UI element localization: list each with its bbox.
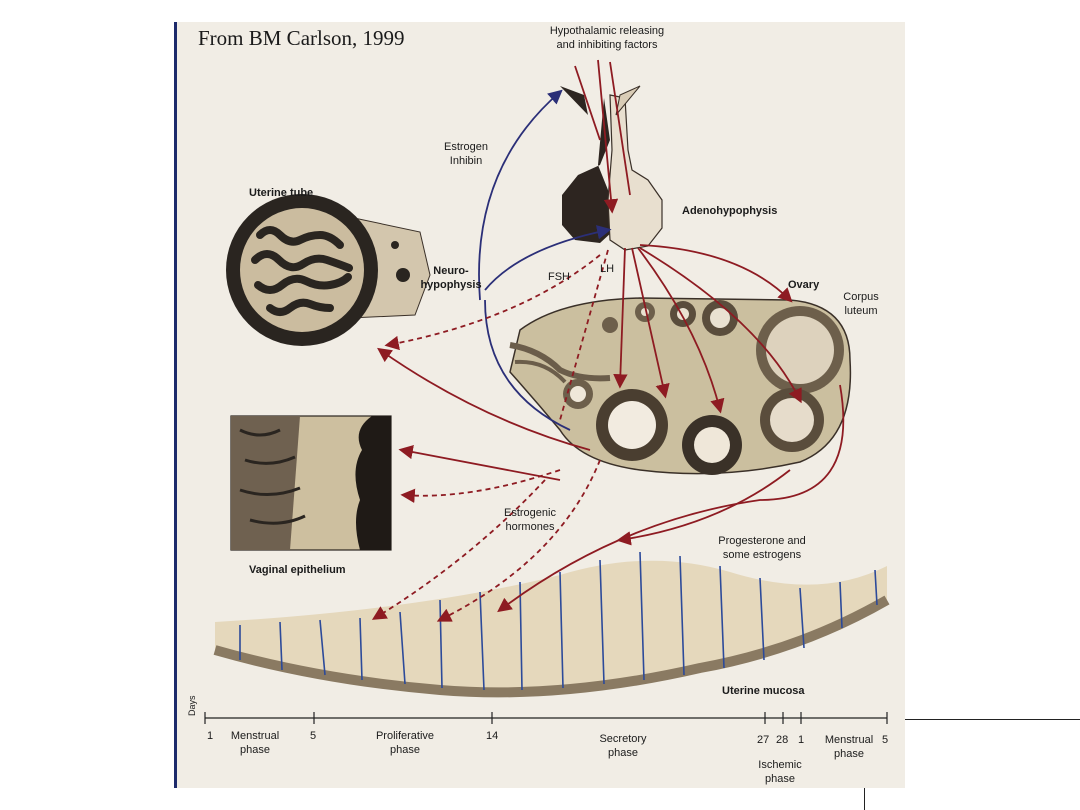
hormone-arrows-red <box>371 59 845 622</box>
timeline-tick-28: 28 <box>776 734 789 746</box>
label-adenohypophysis: Adenohypophysis <box>682 205 778 217</box>
slide-left-edge <box>174 22 177 788</box>
timeline-tick-1b: 1 <box>798 734 805 746</box>
ovary <box>509 297 852 475</box>
label-ovary: Ovary <box>788 279 820 291</box>
label-uterine-tube: Uterine tube <box>249 187 314 199</box>
right-horizontal-rule <box>905 719 1080 720</box>
label-neurohypophysis: Neuro-hypophysis <box>420 265 482 291</box>
uterine-tube-section <box>226 194 431 346</box>
timeline-tick-5: 5 <box>310 730 317 742</box>
vaginal-epithelium-section <box>230 415 392 551</box>
timeline-tick-1: 1 <box>207 730 214 742</box>
label-fsh: FSH <box>548 271 570 283</box>
cycle-timeline <box>204 712 888 724</box>
label-uterine-mucosa: Uterine mucosa <box>722 685 805 697</box>
label-vaginal-epithelium: Vaginal epithelium <box>249 564 346 576</box>
timeline-days-label: Days <box>187 695 197 716</box>
citation: From BM Carlson, 1999 <box>198 26 405 50</box>
label-lh: LH <box>600 263 615 275</box>
pituitary-gland <box>560 85 663 251</box>
timeline-tick-5b: 5 <box>882 734 889 746</box>
uterine-mucosa <box>213 551 890 698</box>
timeline-tick-14: 14 <box>486 730 499 742</box>
feedback-arrows-blue <box>478 89 612 431</box>
timeline-tick-27: 27 <box>757 734 770 746</box>
right-vertical-rule <box>864 788 865 810</box>
